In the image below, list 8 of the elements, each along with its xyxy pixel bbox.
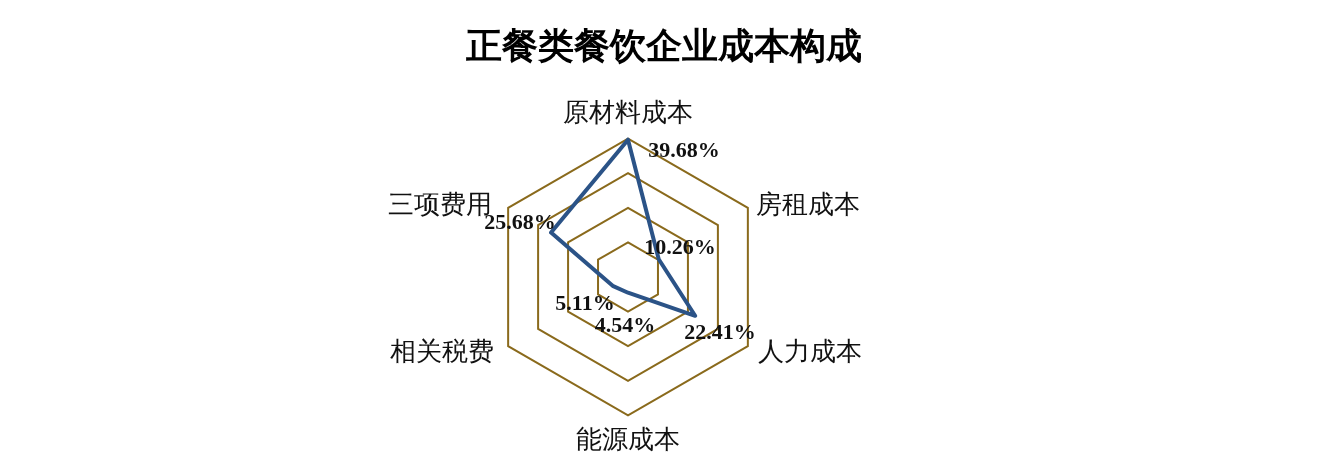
value-label: 4.54%: [594, 314, 656, 336]
value-label: 39.68%: [648, 139, 720, 161]
axis-label: 能源成本: [576, 427, 680, 453]
axis-label: 原材料成本: [563, 100, 693, 126]
axis-label: 房租成本: [756, 192, 860, 218]
chart-title: 正餐类餐饮企业成本构成: [466, 25, 862, 66]
axis-label: 相关税费: [390, 339, 494, 365]
axis-label: 人力成本: [758, 339, 862, 365]
